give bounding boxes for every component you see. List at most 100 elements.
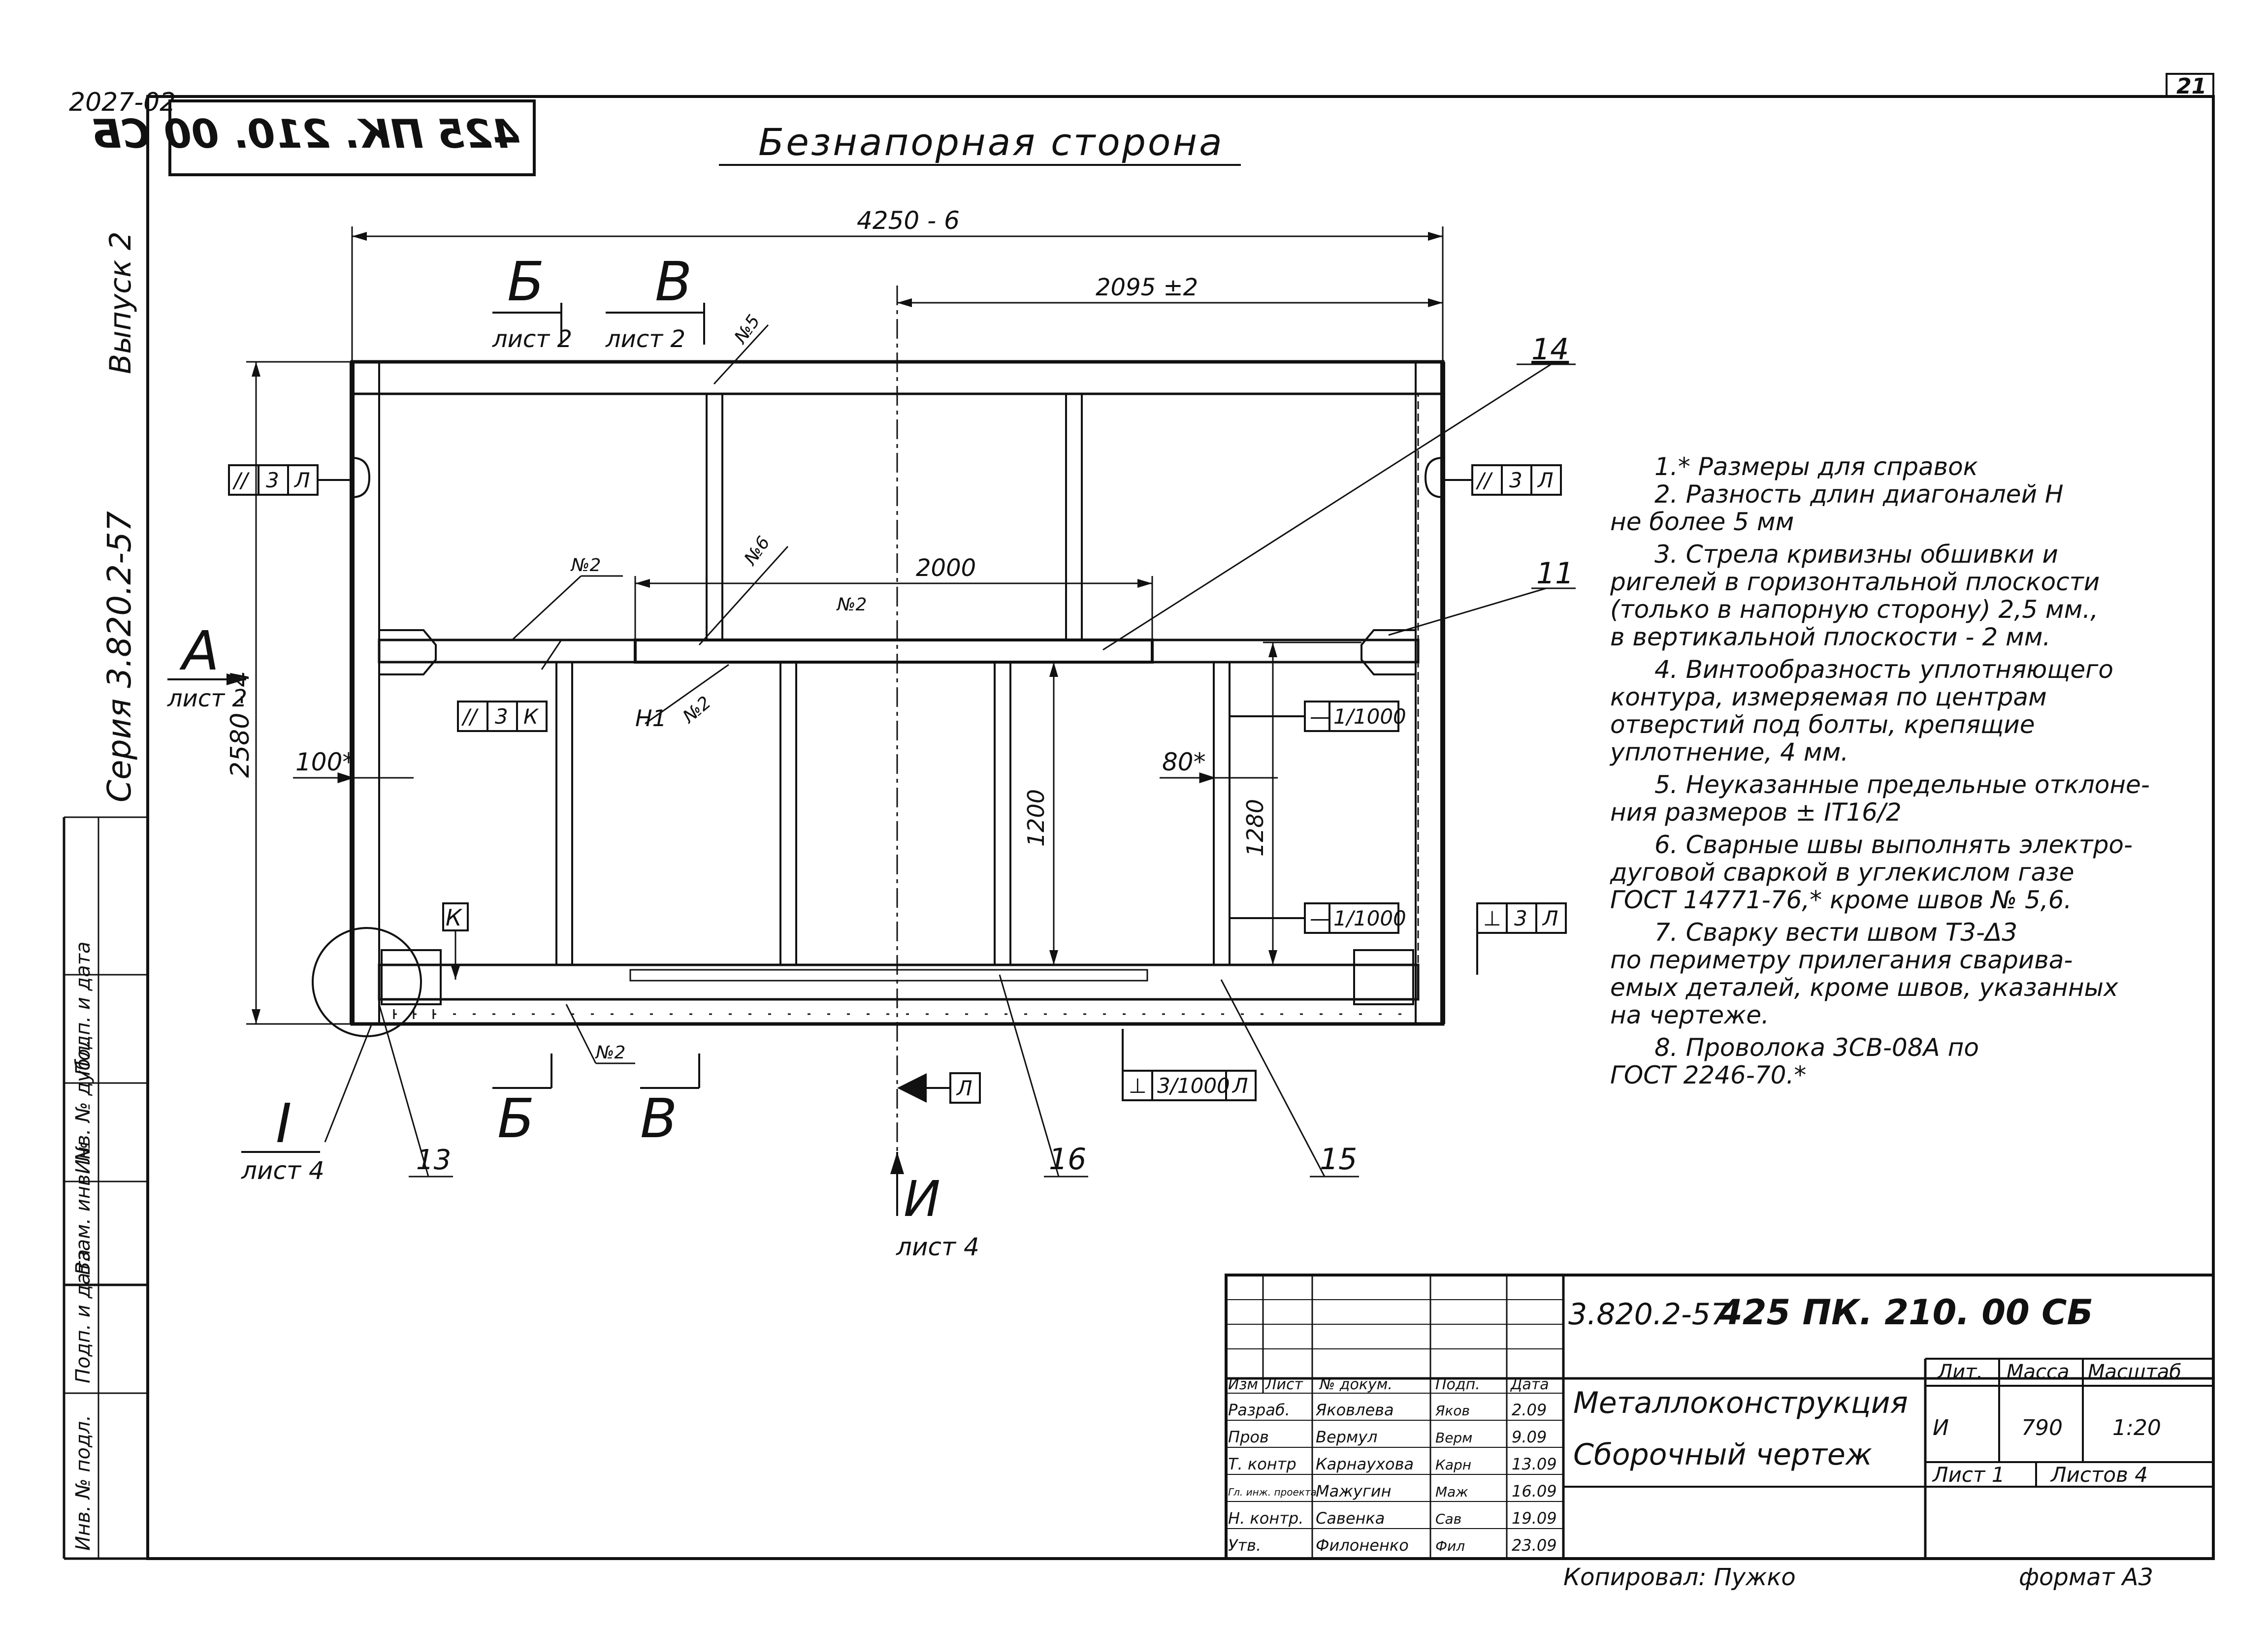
tb-role: Т. контр	[1228, 1455, 1296, 1473]
weld-no2-h1: №2	[679, 693, 715, 728]
note-line: по периметру прилегания сварива-	[1610, 946, 2073, 974]
note-line: 1.* Размеры для справок	[1654, 452, 1978, 481]
tb-header-sign: Подп.	[1435, 1376, 1480, 1393]
note-line: ния размеров ± IT16/2	[1610, 798, 1902, 827]
tb-date: 23.09	[1512, 1536, 1557, 1555]
tb-date: 13.09	[1512, 1455, 1557, 1473]
tol-perp-bottom-val: 3/1000	[1157, 1074, 1230, 1098]
weld-no2-left: №2	[570, 555, 601, 575]
corner-code: 2027-02	[69, 88, 176, 117]
view-arrow-i	[890, 1152, 904, 1174]
tb-name-1: Металлоконструкция	[1573, 1386, 1908, 1420]
dimension-lines	[246, 226, 1444, 1025]
callout-leaders	[324, 324, 1576, 1178]
note-line: 2. Разность длин диагоналей Н	[1654, 480, 2064, 509]
tb-sheets: Листов 4	[2050, 1463, 2148, 1487]
note-line: на чертеже.	[1610, 1001, 1769, 1029]
tol-par-right-sym: //	[1475, 468, 1493, 492]
tol-flat-lower-sym: —	[1310, 906, 1330, 930]
note-line: в вертикальной плоскости - 2 мм.	[1610, 623, 2051, 651]
weld-no5: №5	[730, 311, 764, 348]
weld-base-l: Л	[956, 1076, 972, 1100]
sheet-frame	[63, 73, 2215, 1560]
dim-80: 80*	[1162, 748, 1206, 776]
dim-overall-width: 4250 - 6	[857, 206, 960, 235]
tolerance-texts: // 3 Л // 3 Л // 3 К — 1/1000 — 1/1000 ⊥…	[232, 468, 1558, 1100]
view-a-letter: А	[179, 619, 219, 682]
section-v-top-sheet: лист 2	[605, 325, 685, 353]
section-v-top: В	[655, 250, 692, 313]
section-b-bottom: Б	[497, 1087, 534, 1150]
top-code-box: 425 ПК. 210. 00 СБ	[91, 99, 536, 176]
tb-date: 16.09	[1512, 1482, 1557, 1500]
tb-signature: Сав	[1435, 1511, 1461, 1527]
tb-name: Карнаухова	[1316, 1455, 1414, 1473]
tol-perp-bottom-base: Л	[1231, 1074, 1248, 1098]
title-block-text: 3.820.2-57 425 ПК. 210. 00 СБ Металлокон…	[1228, 1292, 2181, 1555]
tb-header-list: Лист	[1265, 1376, 1304, 1393]
weld-no6: №6	[740, 533, 774, 570]
tb-mass-value: 790	[2021, 1415, 2063, 1440]
side-stamp-cell: Подп. и дата	[72, 1249, 95, 1383]
note-line: уплотнение, 4 мм.	[1610, 738, 1849, 766]
note-line: 5. Неуказанные предельные отклоне-	[1654, 770, 2150, 799]
tol-par-left-val: 3	[266, 468, 279, 492]
note-line: емых деталей, кроме швов, указанных	[1610, 973, 2118, 1002]
detail-i-letter: I	[276, 1092, 292, 1155]
side-stamp: Инв. № подл. Подп. и дата Взам. инв. № И…	[72, 942, 95, 1551]
view-i-letter: И	[904, 1170, 940, 1228]
tol-par-k-base: К	[523, 704, 539, 729]
tb-sheet: Лист 1	[1932, 1463, 2005, 1487]
weld-flag	[897, 1073, 927, 1103]
drawing-title: Безнапорная сторона	[758, 120, 1224, 164]
note-line: отверстий под болты, крепящие	[1610, 710, 2035, 739]
tb-lit-label: Лит.	[1937, 1361, 1983, 1383]
callout-11: 11	[1536, 556, 1574, 591]
tb-designation: 425 ПК. 210. 00 СБ	[1718, 1292, 2093, 1333]
side-stamp-cell: Подп. и дата	[72, 942, 95, 1076]
copied-by: Копировал: Пужко	[1563, 1564, 1796, 1591]
top-code-mirrored: 425 ПК. 210. 00 СБ	[91, 111, 520, 157]
tb-date: 9.09	[1512, 1428, 1547, 1446]
tb-signature: Верм	[1435, 1430, 1472, 1446]
offset-dims	[293, 772, 1278, 784]
tol-flat-lower-val: 1/1000	[1333, 906, 1406, 930]
tol-par-left-sym: //	[232, 468, 250, 492]
note-line: 7. Сварку вести швом Т3-Δ3	[1654, 918, 2018, 947]
bolt-row	[393, 1009, 1408, 1019]
tol-perp-bottom-sym: ⊥	[1129, 1074, 1147, 1098]
note-line: ГОСТ 14771-76,* кроме швов № 5,6.	[1610, 886, 2072, 914]
side-stamp-cell: Взам. инв. №	[72, 1141, 95, 1275]
vertical-series: Серия 3.820.2-57	[100, 511, 138, 802]
note-line: 4. Винтообразность уплотняющего	[1654, 655, 2113, 684]
tol-par-k-val: 3	[495, 704, 508, 729]
callout-h1: Н1	[635, 705, 667, 732]
tol-par-right-val: 3	[1509, 468, 1523, 492]
tb-role: Пров	[1228, 1428, 1269, 1446]
tb-name: Мажугин	[1316, 1482, 1392, 1500]
tol-par-right-base: Л	[1537, 468, 1554, 492]
tb-name: Филоненко	[1316, 1536, 1409, 1555]
callout-13: 13	[416, 1144, 451, 1176]
tb-lit-value: И	[1933, 1415, 1949, 1440]
callout-14: 14	[1531, 332, 1569, 367]
callout-16: 16	[1049, 1142, 1086, 1177]
k-marker: К	[446, 904, 463, 931]
side-stamp-cell: Инв. № дубл.	[72, 1039, 95, 1174]
tb-name-2: Сборочный чертеж	[1573, 1437, 1872, 1472]
sheet-format: формат А3	[2019, 1564, 2153, 1591]
tb-signature: Яков	[1435, 1403, 1470, 1419]
vertical-issue: Выпуск 2	[103, 231, 138, 374]
tb-date: 19.09	[1512, 1509, 1557, 1528]
tb-signature: Маж	[1435, 1484, 1468, 1500]
tb-header-doc: № докум.	[1319, 1376, 1393, 1393]
note-line: 8. Проволока 3СВ-08А по	[1654, 1033, 1979, 1062]
note-line: (только в напорную сторону) 2,5 мм.,	[1610, 595, 2099, 624]
weld-no2-center: №2	[836, 595, 867, 615]
tb-header-date: Дата	[1510, 1376, 1549, 1393]
tb-header-izm: Изм	[1228, 1376, 1258, 1393]
tb-signature: Карн	[1435, 1457, 1471, 1473]
detail-circle	[312, 927, 422, 1037]
detail-i-sheet: лист 4	[241, 1156, 324, 1185]
